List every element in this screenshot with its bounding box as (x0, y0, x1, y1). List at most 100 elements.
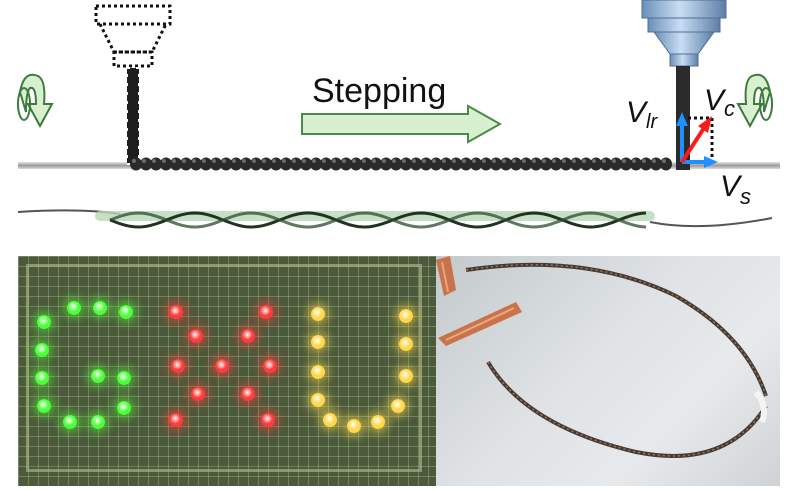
fiber-bead-highlight (192, 159, 196, 163)
velocity-s-label: Vs (720, 170, 751, 209)
fiber-bead-highlight (242, 159, 246, 163)
fiber-bead-highlight (222, 159, 226, 163)
rotation-arrow-left-icon (17, 73, 54, 129)
led-red (171, 359, 185, 373)
led-board (18, 256, 436, 486)
led-green (93, 301, 107, 315)
led-demo-photo (18, 256, 780, 486)
fiber-bead-highlight (642, 159, 646, 163)
led-green (37, 315, 51, 329)
led-yellow (399, 369, 413, 383)
fiber-bead-highlight (612, 159, 616, 163)
fiber-bead-highlight (392, 159, 396, 163)
fiber-bead-highlight (592, 159, 596, 163)
fiber-bead-highlight (652, 159, 656, 163)
fiber-bead-highlight (452, 159, 456, 163)
led-red (169, 413, 183, 427)
led-yellow (311, 335, 325, 349)
fiber-bead-highlight (362, 159, 366, 163)
fiber-bead-highlight (322, 159, 326, 163)
fiber-bead-highlight (552, 159, 556, 163)
fiber-bead-highlight (152, 159, 156, 163)
fiber-bead-highlight (632, 159, 636, 163)
fabrication-diagram: Stepping Vlr Vc Vs (17, 0, 780, 229)
fiber-bead-highlight (262, 159, 266, 163)
fiber-bead-highlight (402, 159, 406, 163)
fiber-bead-highlight (292, 159, 296, 163)
led-yellow (323, 413, 337, 427)
fiber-bead-highlight (482, 159, 486, 163)
board-border (26, 264, 422, 472)
fiber-sample-photo (436, 256, 780, 486)
fiber-bead-highlight (532, 159, 536, 163)
led-red (263, 359, 277, 373)
led-green (63, 415, 77, 429)
led-red (259, 305, 273, 319)
fiber-bead-highlight (582, 159, 586, 163)
led-yellow (347, 419, 361, 433)
fiber-bead-highlight (432, 159, 436, 163)
fiber-bead-highlight (572, 159, 576, 163)
led-green (91, 415, 105, 429)
fiber-bead-highlight (132, 159, 136, 163)
fiber-bead-highlight (562, 159, 566, 163)
dashed-vertical-fiber (126, 67, 140, 165)
copper-electrode-lower (438, 302, 522, 346)
copper-electrode (436, 256, 456, 296)
led-yellow (391, 399, 405, 413)
stepping-arrow-icon (301, 104, 503, 144)
fiber-bead-highlight (412, 159, 416, 163)
velocity-vectors (676, 112, 718, 168)
fiber-bead-highlight (382, 159, 386, 163)
led-yellow (371, 415, 385, 429)
led-red (215, 359, 229, 373)
fiber-bead-highlight (422, 159, 426, 163)
fiber-bead-highlight (162, 159, 166, 163)
fiber-loop-photo (436, 256, 768, 458)
led-red (261, 413, 275, 427)
fiber-bead-highlight (662, 159, 666, 163)
fiber-bead-highlight (352, 159, 356, 163)
led-red (241, 329, 255, 343)
fiber-bead-highlight (232, 159, 236, 163)
fiber-bead-highlight (602, 159, 606, 163)
led-green (35, 343, 49, 357)
led-green (117, 401, 131, 415)
velocity-lr-label: Vlr (626, 96, 658, 133)
fiber-bead-highlight (202, 159, 206, 163)
led-green (37, 399, 51, 413)
fiber-bead-highlight (252, 159, 256, 163)
fiber-bead (660, 157, 672, 171)
fiber-bead-highlight (272, 159, 276, 163)
led-yellow (311, 393, 325, 407)
dotted-nozzle-outline (94, 4, 172, 68)
fiber-bead-highlight (462, 159, 466, 163)
fiber-bead-highlight (542, 159, 546, 163)
fiber-bead-highlight (512, 159, 516, 163)
led-yellow (311, 365, 325, 379)
led-red (241, 387, 255, 401)
fiber-bead-highlight (502, 159, 506, 163)
fiber-bead-highlight (342, 159, 346, 163)
fiber-bead-highlight (312, 159, 316, 163)
twisted-fiber (130, 157, 672, 171)
led-red (169, 305, 183, 319)
led-green (91, 369, 105, 383)
led-green (119, 305, 133, 319)
fiber-bead-highlight (302, 159, 306, 163)
led-red (191, 387, 205, 401)
fiber-bead-highlight (442, 159, 446, 163)
stepping-label: Stepping (312, 72, 446, 110)
led-green (35, 371, 49, 385)
led-green (67, 301, 81, 315)
led-green (117, 371, 131, 385)
fiber-bead-highlight (622, 159, 626, 163)
helix-illustration (17, 209, 773, 229)
fiber-bead-highlight (332, 159, 336, 163)
velocity-c-label: Vc (704, 84, 735, 121)
fiber-bead-highlight (492, 159, 496, 163)
fiber-bead-highlight (472, 159, 476, 163)
fiber-bead-highlight (142, 159, 146, 163)
led-yellow (399, 309, 413, 323)
fiber-bead-highlight (172, 159, 176, 163)
